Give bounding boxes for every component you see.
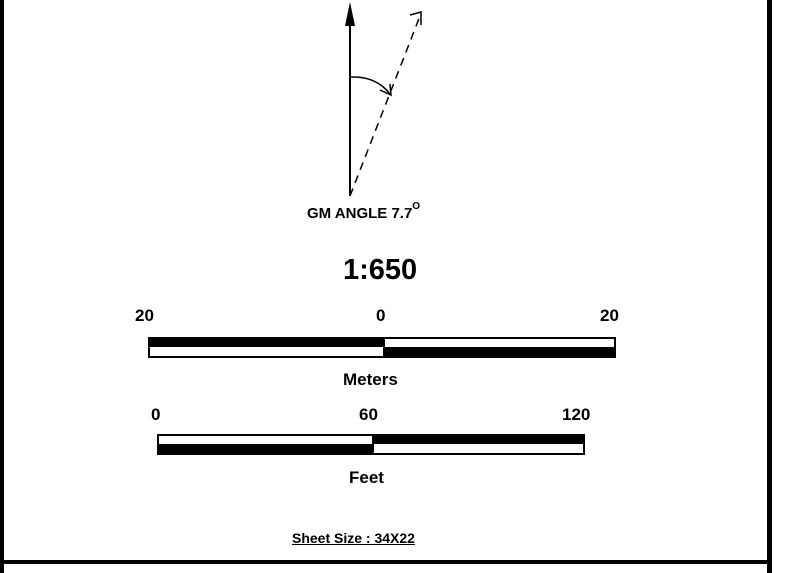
feet-tick-center: 60 — [359, 405, 378, 424]
meters-unit-label: Meters — [343, 370, 398, 389]
gm-angle-text: GM ANGLE 7.7 — [307, 205, 413, 222]
meters-tick-left: 20 — [135, 306, 154, 325]
grid-north-arrowhead — [409, 11, 422, 25]
angle-arc-arrowhead — [379, 83, 392, 97]
feet-tick-left: 0 — [151, 405, 161, 424]
meters-bar-segment-bottom-left — [150, 347, 384, 356]
meters-bar-segment-top-right — [384, 339, 614, 347]
true-north-arrowhead — [345, 2, 355, 26]
feet-scale-bar — [157, 434, 585, 455]
degree-symbol: O — [412, 201, 421, 212]
gm-angle-label: GM ANGLE 7.7O — [307, 201, 421, 222]
feet-bar-segment-bottom-left — [159, 444, 373, 453]
sheet-size-label: Sheet Size : 34X22 — [292, 530, 415, 546]
meters-bar-segment-top-left — [150, 339, 384, 347]
meters-tick-right: 20 — [600, 306, 619, 325]
feet-tick-right: 120 — [562, 405, 591, 424]
meters-tick-center: 0 — [376, 306, 386, 325]
meters-scale-bar — [148, 337, 616, 358]
frame-right-border — [767, 0, 772, 573]
feet-bar-segment-top-left — [159, 436, 373, 444]
meters-bar-divider — [383, 339, 385, 356]
scale-ratio: 1:650 — [343, 254, 418, 286]
grid-north-line — [349, 15, 421, 197]
feet-bar-segment-top-right — [373, 436, 583, 444]
meters-bar-segment-bottom-right — [384, 347, 614, 356]
feet-bar-divider — [372, 436, 374, 453]
frame-left-border — [0, 0, 4, 573]
frame-bottom-border — [0, 560, 772, 564]
feet-unit-label: Feet — [349, 468, 384, 487]
feet-bar-segment-bottom-right — [373, 444, 583, 453]
angle-arc — [350, 76, 391, 95]
